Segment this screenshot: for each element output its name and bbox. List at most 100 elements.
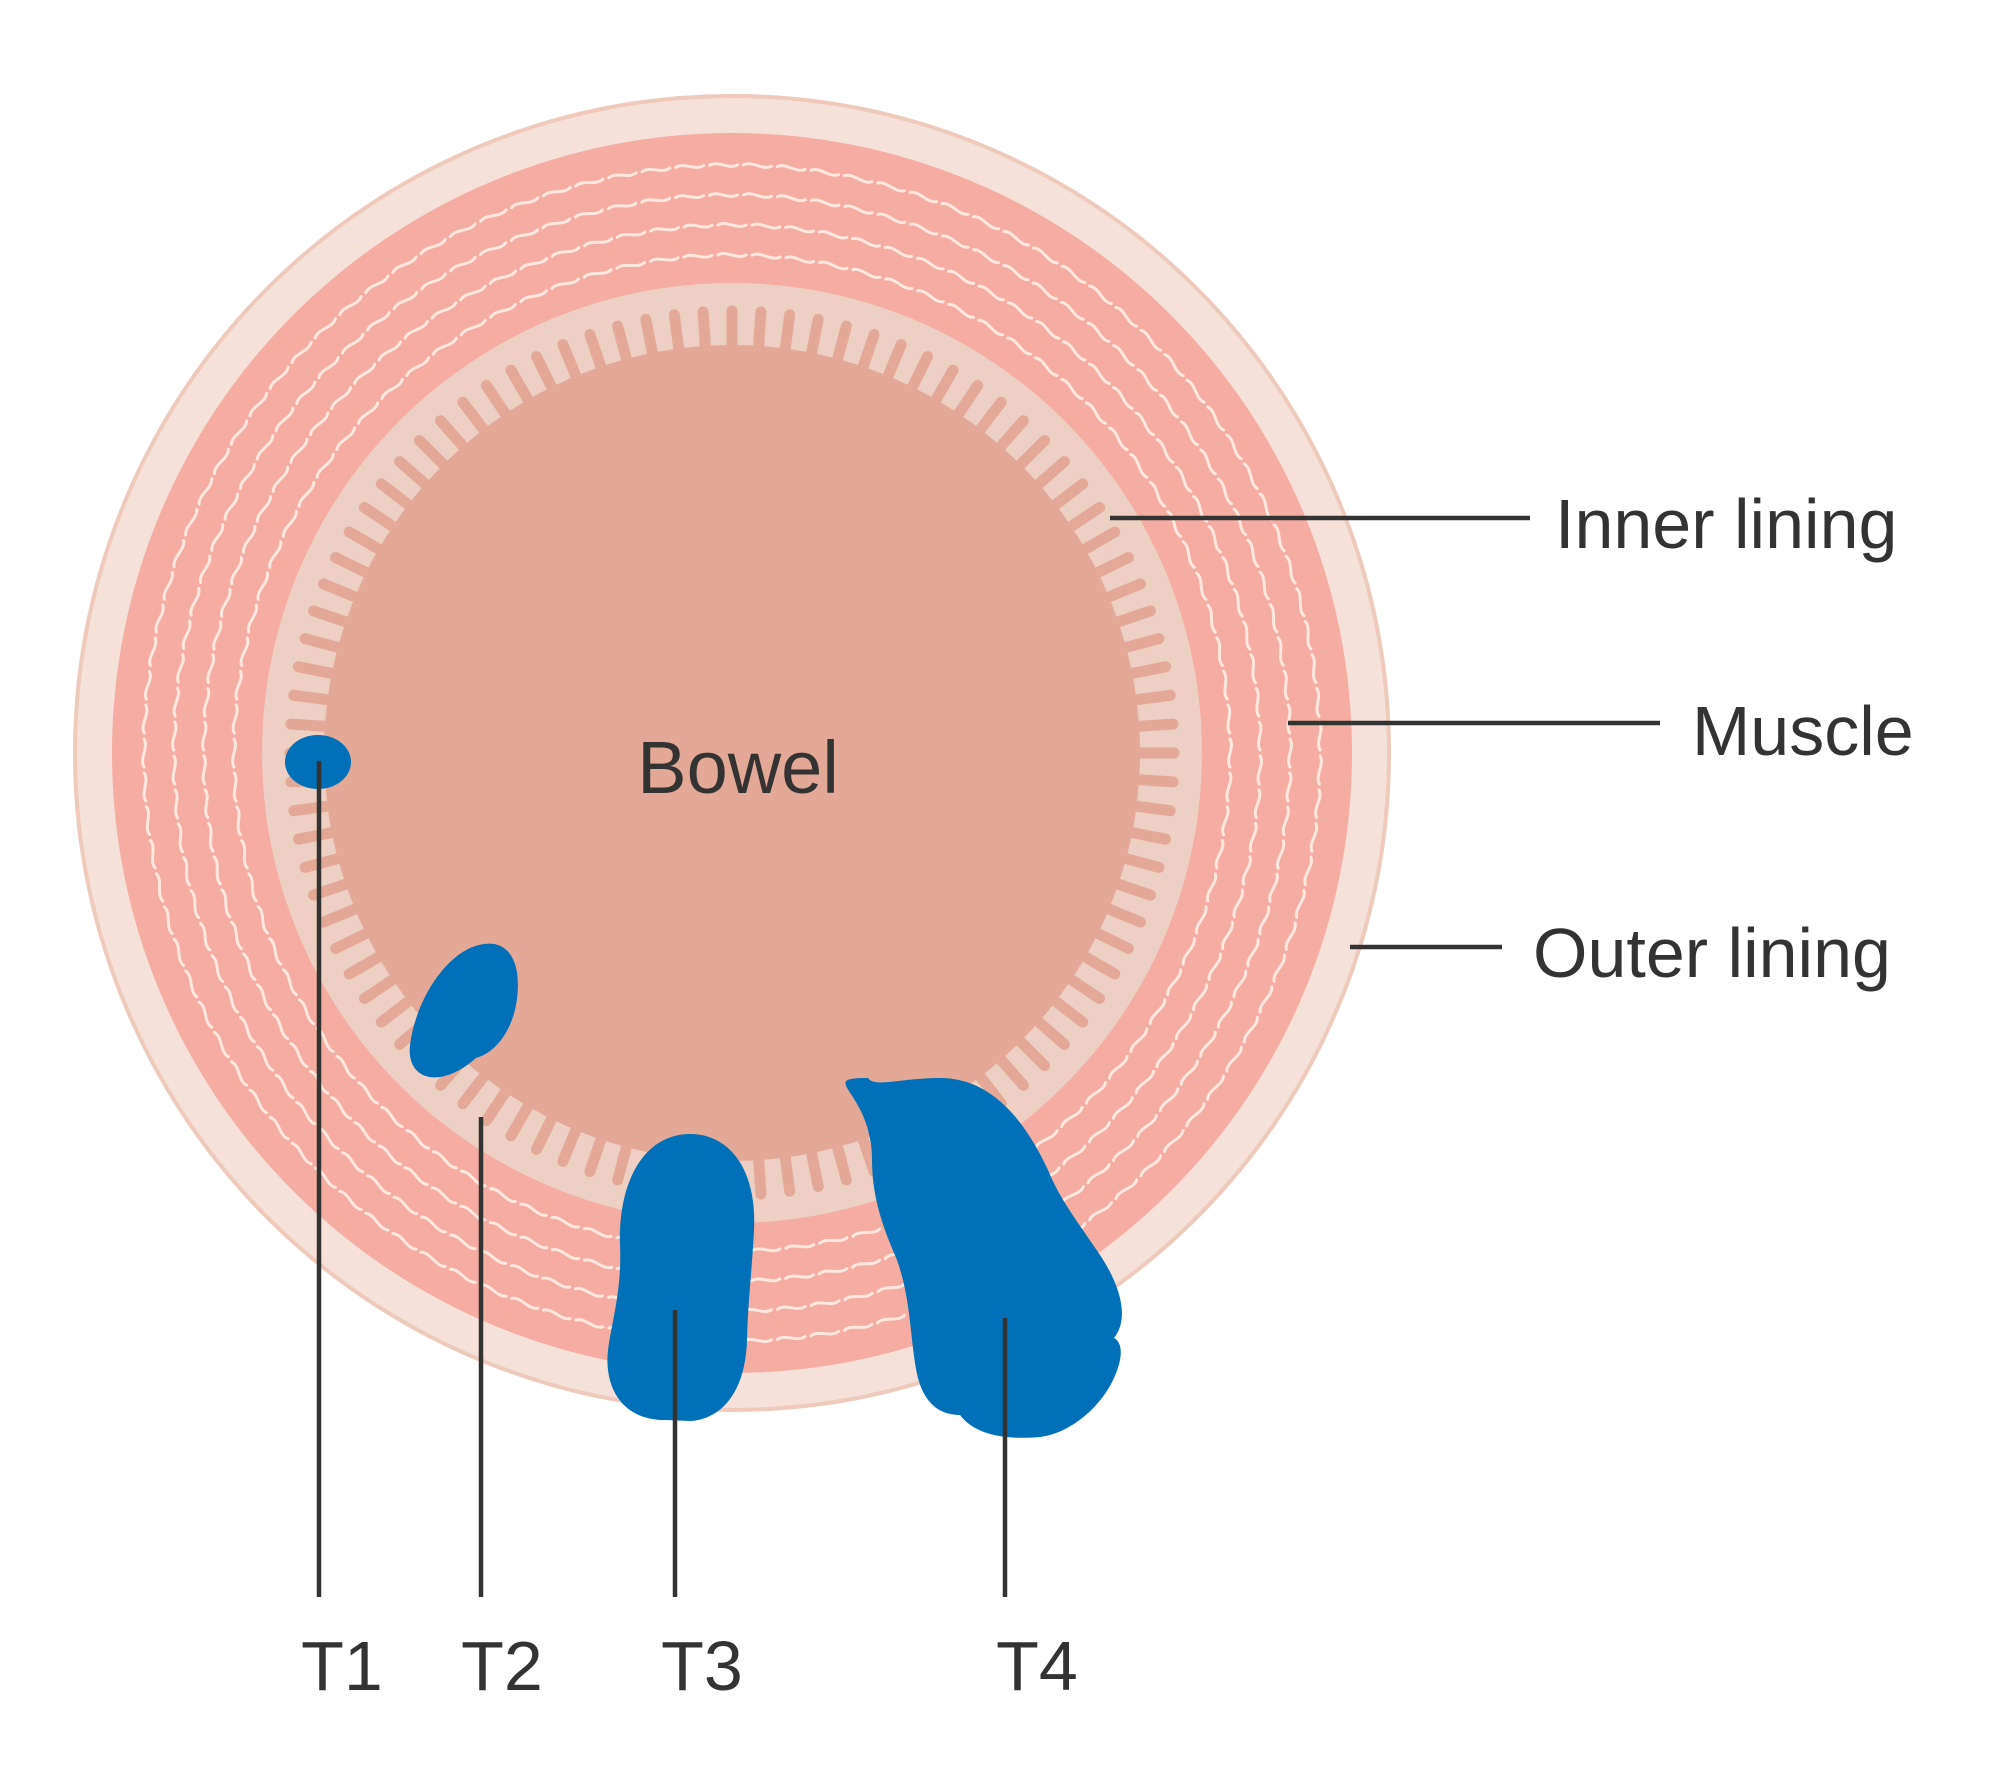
muscle-fiber xyxy=(1166,968,1183,996)
muscle-fiber xyxy=(1246,538,1260,568)
muscle-fiber xyxy=(1062,1144,1087,1166)
muscle-fiber xyxy=(489,302,517,319)
muscle-fiber xyxy=(1207,525,1222,554)
muscle-fiber xyxy=(884,277,914,290)
muscle-fiber xyxy=(817,230,849,240)
muscle-fiber xyxy=(1221,805,1230,837)
muscle-fiber xyxy=(606,201,638,211)
muscle-fiber xyxy=(550,1248,581,1261)
tumour-t3 xyxy=(607,1134,755,1421)
muscle-fiber xyxy=(230,920,243,950)
muscle-fiber xyxy=(1032,246,1059,265)
muscle-fiber xyxy=(1256,754,1263,786)
muscle-fiber xyxy=(519,256,549,271)
muscle-fiber xyxy=(335,1054,356,1080)
muscle-fiber xyxy=(203,788,210,820)
muscle-fiber xyxy=(223,985,240,1014)
muscle-fiber xyxy=(142,771,148,803)
muscle-fiber xyxy=(1221,556,1234,586)
muscle-fiber xyxy=(809,1329,841,1338)
muscle-fiber xyxy=(1158,393,1180,419)
muscle-fiber xyxy=(268,937,283,966)
muscle-fiber xyxy=(607,171,638,180)
muscle-fiber xyxy=(248,391,269,418)
muscle-fiber xyxy=(341,1151,365,1174)
muscle-fiber xyxy=(210,523,225,552)
muscle-fiber xyxy=(248,1088,269,1115)
muscle-fiber xyxy=(784,255,816,264)
muscle-fiber xyxy=(972,248,1000,265)
muscle-fiber xyxy=(1086,321,1111,343)
muscle-fiber xyxy=(1258,570,1270,601)
muscle-fiber xyxy=(1192,983,1209,1012)
muscle-fiber xyxy=(1035,320,1061,340)
muscle-fiber xyxy=(430,301,458,320)
muscle-fiber xyxy=(1310,653,1318,684)
muscle-fiber xyxy=(977,284,1005,302)
muscle-fiber xyxy=(1285,771,1293,803)
muscle-fiber xyxy=(1062,340,1087,362)
muscle-fiber xyxy=(240,839,249,870)
muscle-fiber xyxy=(1225,771,1233,803)
muscle-fiber xyxy=(1242,1015,1259,1044)
muscle-fiber xyxy=(1241,855,1252,886)
muscle-fiber xyxy=(1316,754,1323,786)
muscle-fiber xyxy=(1033,356,1059,377)
muscle-fiber xyxy=(281,510,298,538)
muscle-fiber xyxy=(1232,507,1248,537)
muscle-fiber xyxy=(392,290,419,311)
muscle-fiber xyxy=(141,737,147,769)
muscle-fiber xyxy=(510,196,540,210)
muscle-fiber xyxy=(708,192,739,198)
muscle-fiber xyxy=(1303,855,1313,886)
muscle-fiber xyxy=(241,525,257,554)
muscle-fiber xyxy=(1060,378,1084,401)
muscle-fiber xyxy=(391,1232,418,1251)
bowel-lumen xyxy=(324,345,1140,1161)
muscle-fiber xyxy=(335,426,356,452)
muscle-fiber xyxy=(583,237,614,248)
muscle-fiber xyxy=(1276,636,1285,667)
muscle-fiber xyxy=(1158,1087,1180,1113)
muscle-fiber xyxy=(750,222,782,230)
muscle-fiber xyxy=(615,230,647,239)
muscle-fiber xyxy=(776,194,807,203)
muscle-fiber xyxy=(1257,720,1263,752)
muscle-fiber xyxy=(1114,305,1139,328)
muscle-fiber xyxy=(977,318,1005,337)
muscle-fiber xyxy=(1258,905,1271,936)
muscle-fiber xyxy=(519,1235,549,1250)
muscle-fiber xyxy=(255,983,272,1012)
muscle-fiber xyxy=(220,587,232,618)
muscle-fiber xyxy=(1181,937,1196,966)
muscle-fiber xyxy=(405,1129,431,1150)
muscle-fiber xyxy=(947,302,975,319)
muscle-fiber xyxy=(648,256,680,263)
muscle-fiber xyxy=(405,356,431,377)
muscle-fiber xyxy=(297,998,316,1026)
muscle-fiber xyxy=(448,222,477,239)
muscle-fiber xyxy=(1258,985,1274,1014)
muscle-fiber xyxy=(353,362,377,385)
muscle-fiber xyxy=(202,686,211,718)
muscle-fiber xyxy=(1108,426,1129,452)
muscle-fiber xyxy=(1148,480,1167,508)
muscle-fiber xyxy=(1232,969,1248,999)
muscle-fiber xyxy=(750,252,782,260)
muscle-fiber xyxy=(1088,284,1113,306)
muscle-fiber xyxy=(198,554,212,584)
muscle-fiber xyxy=(1246,938,1260,968)
muscle-fiber xyxy=(708,162,739,168)
muscle-fiber xyxy=(338,1189,363,1211)
muscle-fiber xyxy=(172,539,186,569)
muscle-fiber xyxy=(364,1211,390,1232)
muscle-fiber xyxy=(206,653,216,685)
muscle-fiber xyxy=(479,208,508,223)
muscle-fiber xyxy=(391,255,418,274)
muscle-fiber xyxy=(1282,669,1290,701)
muscle-fiber xyxy=(171,754,177,786)
muscle-fiber xyxy=(809,168,841,177)
muscle-fiber xyxy=(212,447,230,476)
muscle-fiber xyxy=(1275,839,1286,870)
muscle-fiber xyxy=(573,208,604,219)
